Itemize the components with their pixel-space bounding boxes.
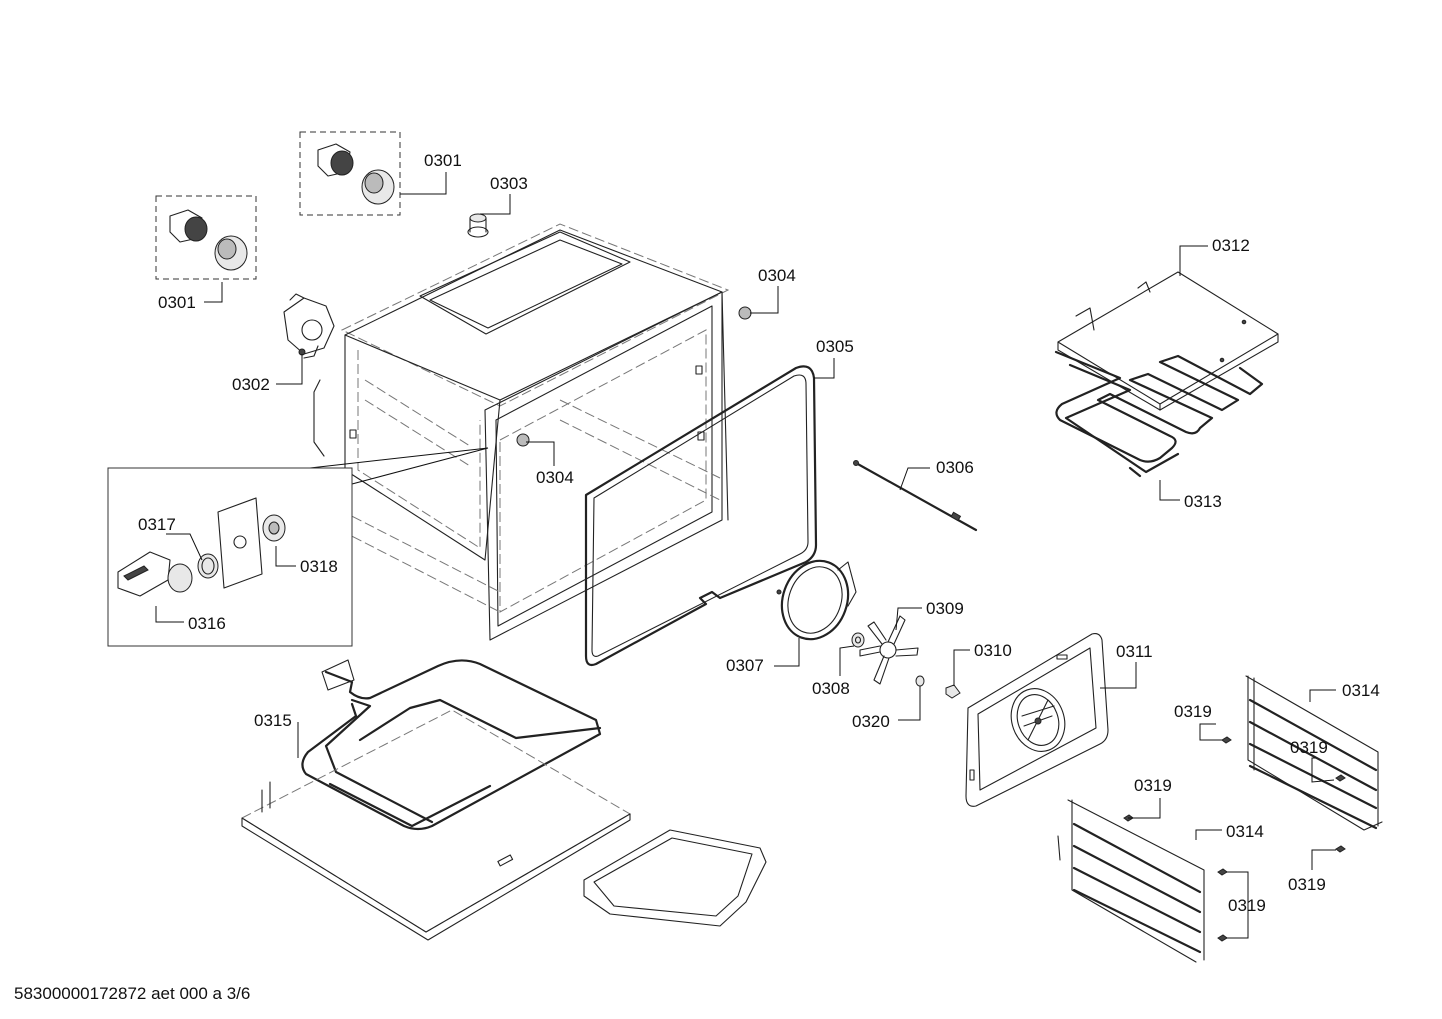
label-0319-a: 0319 — [1174, 702, 1212, 721]
grommet-right — [738, 306, 752, 320]
top-heater-part — [1054, 350, 1264, 478]
label-0307: 0307 — [726, 656, 764, 675]
inset-detail — [107, 447, 489, 647]
label-0305: 0305 — [816, 337, 854, 356]
label-0308: 0308 — [812, 679, 850, 698]
fan-cover-part — [965, 633, 1109, 807]
lamp-assembly-top — [299, 131, 401, 216]
temperature-sensor-part — [853, 460, 978, 532]
fan-bushing-part — [945, 684, 961, 699]
label-0306: 0306 — [936, 458, 974, 477]
label-0309: 0309 — [926, 599, 964, 618]
label-0304-right: 0304 — [758, 266, 796, 285]
label-0318: 0318 — [300, 557, 338, 576]
door-seal-part — [584, 365, 818, 667]
label-0314-left: 0314 — [1226, 822, 1264, 841]
label-0319-d: 0319 — [1288, 875, 1326, 894]
fan-wheel-part — [859, 615, 919, 685]
label-0315: 0315 — [254, 711, 292, 730]
label-0313: 0313 — [1184, 492, 1222, 511]
label-0302: 0302 — [232, 375, 270, 394]
side-rack-left — [1057, 799, 1205, 963]
document-code: 58300000172872 aet 000 a 3/6 — [14, 984, 250, 1003]
part-labels: 0301 0301 0302 0303 0304 0304 0305 0306 … — [138, 151, 1380, 915]
label-0304-front: 0304 — [536, 468, 574, 487]
label-0317: 0317 — [138, 515, 176, 534]
circular-heater-part — [776, 559, 857, 641]
label-0301-top: 0301 — [424, 151, 462, 170]
oven-cavity — [313, 223, 730, 641]
leader-lines — [155, 172, 1336, 939]
label-0319-c: 0319 — [1134, 776, 1172, 795]
label-0314-right: 0314 — [1342, 681, 1380, 700]
top-plate-part — [1057, 271, 1279, 411]
side-rack-right — [1245, 675, 1383, 831]
fan-motor-part — [283, 293, 335, 359]
label-0303: 0303 — [490, 174, 528, 193]
lamp-assembly-left — [155, 195, 257, 280]
grommet-front — [516, 433, 530, 447]
bottom-panel-part — [240, 709, 631, 941]
label-0312: 0312 — [1212, 236, 1250, 255]
vent-pipe-part — [467, 213, 489, 238]
label-0311: 0311 — [1116, 642, 1153, 661]
label-0319-e: 0319 — [1228, 896, 1266, 915]
label-0319-b: 0319 — [1290, 738, 1328, 757]
washer-part — [851, 632, 865, 648]
bottom-heater-part — [301, 659, 602, 831]
label-0320: 0320 — [852, 712, 890, 731]
fan-nut-part — [915, 675, 925, 687]
bottom-gasket-part — [583, 829, 767, 927]
label-0310: 0310 — [974, 641, 1012, 660]
label-0316: 0316 — [188, 614, 226, 633]
label-0301-left: 0301 — [158, 293, 196, 312]
